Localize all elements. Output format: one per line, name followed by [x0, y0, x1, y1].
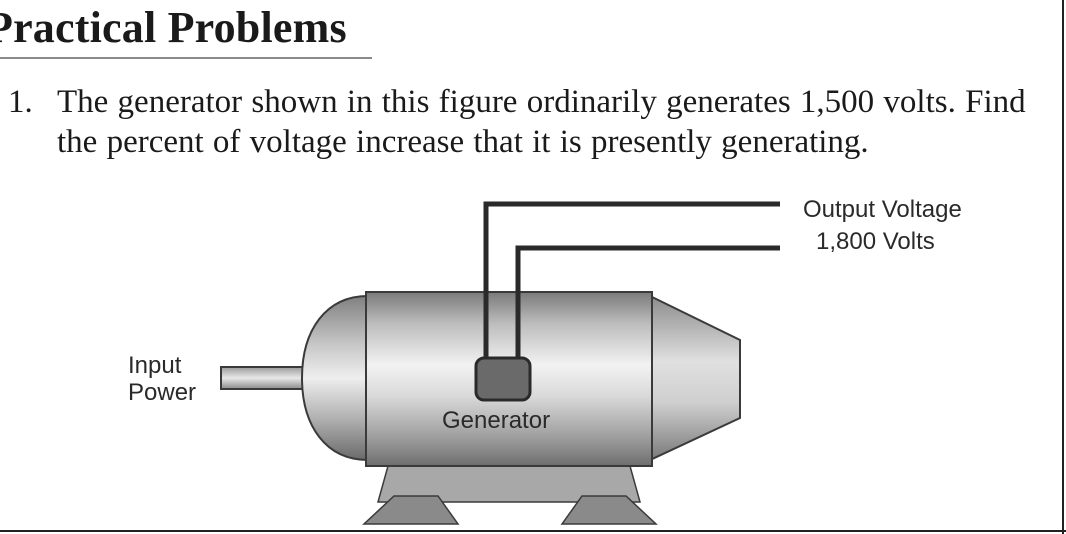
input-power-label-line1: Input	[128, 352, 182, 379]
section-title: Practical Problems	[0, 3, 347, 52]
input-power-label-line2: Power	[128, 379, 197, 406]
left-end-cap	[300, 294, 369, 462]
terminal-box	[474, 356, 532, 402]
bottom-border-rule	[0, 530, 1066, 532]
generator-body	[365, 291, 653, 467]
output-voltage-label: Output Voltage	[803, 196, 962, 223]
generator-illustration	[220, 201, 780, 525]
problem-text: The generator shown in this figure ordin…	[57, 84, 1026, 160]
problem-number: 1.	[8, 84, 33, 120]
right-cone	[649, 294, 741, 462]
generator-figure: Output Voltage 1,800 Volts Input Power G…	[0, 170, 1062, 530]
generator-base	[362, 465, 658, 525]
output-wire-2	[515, 245, 780, 358]
output-voltage-value: 1,800 Volts	[816, 228, 935, 255]
output-wire-1	[483, 201, 780, 358]
input-power-label: Input Power	[128, 352, 196, 406]
input-shaft	[220, 366, 306, 390]
right-border-rule	[1062, 0, 1064, 534]
generator-label: Generator	[442, 407, 551, 434]
title-underline	[0, 57, 372, 59]
